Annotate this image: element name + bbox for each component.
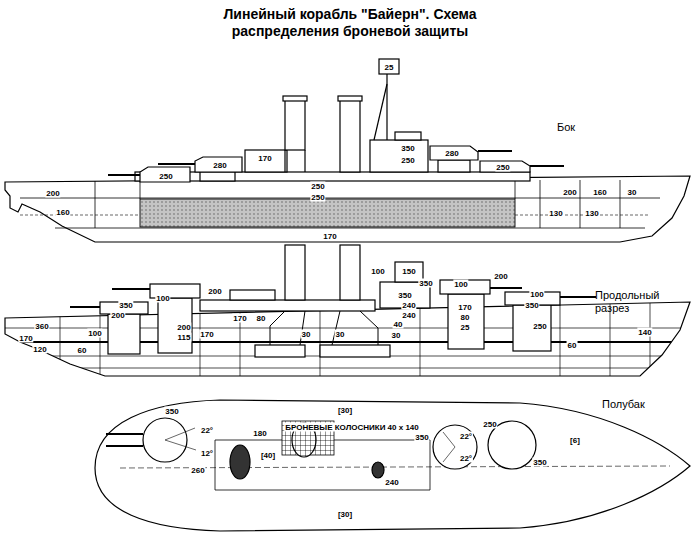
armor-thickness: [40] [260, 451, 276, 460]
armor-thickness: 22° [459, 432, 473, 441]
armor-thickness: 40 [393, 320, 404, 329]
armor-thickness: 180 [252, 429, 267, 438]
armor-thickness: 25 [384, 63, 395, 72]
armor-thickness: 160 [592, 188, 607, 197]
armor-thickness: 170 [199, 330, 214, 339]
armor-thickness: 130 [584, 209, 599, 218]
armor-thickness: 240 [401, 311, 416, 320]
armor-thickness: 60 [77, 346, 88, 355]
armor-thickness: 200 [493, 272, 508, 281]
armor-thickness: 200 [562, 188, 577, 197]
armor-thickness: БРОНЕВЫЕ КОЛОСНИКИ 40 х 140 [284, 423, 420, 432]
armor-thickness: 12° [200, 449, 214, 458]
armor-thickness: [30] [337, 510, 353, 519]
armor-thickness: 260 [190, 466, 205, 475]
armor-thickness: 280 [444, 149, 459, 158]
armor-thickness: 240 [384, 478, 399, 487]
armor-thickness: 100 [155, 294, 170, 303]
armor-thickness: 30 [301, 330, 312, 339]
armor-thickness: 280 [212, 161, 227, 170]
armor-thickness: 30 [335, 330, 346, 339]
armor-thickness: 250 [532, 322, 547, 331]
view-name: Полубак [602, 398, 684, 411]
armor-thickness: 250 [495, 163, 510, 172]
armor-thickness: 250 [158, 172, 173, 181]
armor-thickness: 80 [460, 313, 471, 322]
armor-thickness: 25 [460, 323, 471, 332]
armor-thickness: 350 [532, 458, 547, 467]
armor-thickness: 350 [118, 301, 133, 310]
armor-thickness: 350 [418, 279, 433, 288]
armor-thickness: 140 [637, 328, 652, 337]
armor-thickness: 170 [18, 334, 33, 343]
armor-thickness: 120 [32, 345, 47, 354]
armor-thickness: 200 [110, 311, 125, 320]
armor-thickness: 60 [567, 341, 578, 350]
armor-thickness: 250 [310, 182, 325, 191]
armor-thickness: 100 [370, 267, 385, 276]
armor-thickness: 160 [55, 208, 70, 217]
armor-thickness: 350 [400, 144, 415, 153]
armor-thickness: 200 [176, 323, 191, 332]
armor-thickness: 350 [164, 407, 179, 416]
view-name: Бок [557, 121, 639, 134]
armor-thickness: 100 [87, 329, 102, 338]
armor-thickness: 360 [34, 322, 49, 331]
armor-thickness: 80 [256, 314, 267, 323]
armor-thickness: 350 [414, 433, 429, 442]
armor-thickness: 170 [257, 154, 272, 163]
diagram-title: Линейный корабль "Байерн". Схема распред… [170, 6, 530, 40]
armor-thickness: 250 [400, 156, 415, 165]
armor-thickness: 350 [524, 301, 539, 310]
armor-thickness: 170 [322, 232, 337, 241]
armor-thickness: 200 [207, 287, 222, 296]
armor-thickness: 150 [401, 267, 416, 276]
armor-thickness: 100 [529, 290, 544, 299]
armor-thickness: 250 [482, 420, 497, 429]
armor-thickness: 30 [391, 331, 402, 340]
armor-thickness: 22° [200, 426, 214, 435]
armor-thickness: 170 [232, 314, 247, 323]
armor-thickness: 30 [627, 188, 638, 197]
armor-thickness: 100 [453, 280, 468, 289]
armor-thickness: 250 [310, 193, 325, 202]
view-name: Продольный разрез [595, 289, 677, 315]
armor-thickness: 22° [459, 454, 473, 463]
armor-thickness: 115 [177, 333, 192, 342]
armor-thickness: 130 [548, 209, 563, 218]
armor-thickness: 240 [401, 301, 416, 310]
armor-thickness: [30] [337, 406, 353, 415]
armor-thickness: [6] [569, 436, 581, 445]
armor-thickness: 350 [397, 291, 412, 300]
armor-thickness: 200 [45, 189, 60, 198]
armor-thickness: 170 [457, 303, 472, 312]
